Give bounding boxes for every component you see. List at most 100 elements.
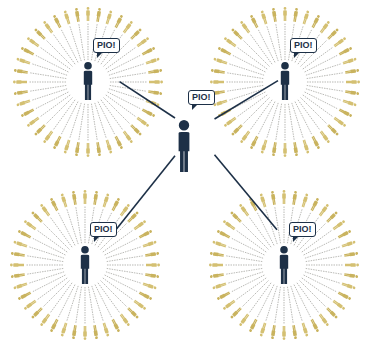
connector-line [215, 155, 277, 230]
crowd-person [130, 124, 142, 136]
ray-line [226, 82, 263, 83]
crowd-person [20, 108, 34, 118]
speech-bubble: PIO! [90, 222, 117, 237]
crowd-person [282, 190, 286, 204]
crowd-person [105, 10, 113, 24]
ray-line [110, 73, 147, 79]
crowd-person [230, 307, 242, 319]
ray-line [291, 286, 302, 321]
crowd-person [319, 130, 330, 143]
crowd-ring [209, 190, 359, 340]
crowd-person [283, 7, 287, 21]
crowd-person [341, 282, 355, 290]
speaker-group: PIO! [78, 222, 117, 284]
crowd-person [111, 319, 121, 333]
crowd-person [139, 291, 153, 301]
crowd-person [34, 28, 46, 40]
ray-line [284, 287, 285, 324]
crowd-person [327, 124, 339, 136]
ray-line [236, 230, 266, 252]
crowd-person [31, 307, 43, 319]
crowd-person [52, 14, 62, 28]
crowd-person [292, 325, 298, 339]
ray-line [37, 278, 67, 300]
ray-line [303, 95, 333, 117]
ray-line [225, 265, 262, 266]
crowd-person [31, 211, 43, 223]
crowd-person [342, 99, 356, 107]
crowd-person [338, 291, 352, 301]
crowd-person [71, 325, 77, 339]
crowd-person [133, 219, 146, 230]
crowd-person [249, 136, 259, 150]
crowd-person [270, 191, 276, 205]
ray-line [27, 256, 64, 262]
person-icon [78, 246, 92, 284]
ray-line [29, 247, 64, 258]
crowd-person [23, 219, 36, 230]
ray-line [85, 287, 86, 324]
crowd-person [282, 326, 286, 340]
ray-line [285, 23, 286, 60]
crowd-person [292, 191, 298, 205]
crowd-person [271, 142, 277, 156]
crowd-person [86, 143, 90, 157]
crowd-person [119, 313, 130, 326]
ray-line [53, 34, 75, 64]
crowd-person [301, 193, 309, 207]
crowd-person [34, 124, 46, 136]
crowd-person [149, 80, 163, 84]
ray-line [275, 207, 281, 244]
crowd-person [60, 322, 68, 336]
crowd-person [23, 299, 36, 310]
crowd-person [142, 282, 156, 290]
crowd-person [212, 282, 226, 290]
ray-line [228, 272, 263, 283]
crowd-person [249, 14, 259, 28]
speaker-group: PIO! [278, 38, 317, 100]
person-shape [280, 246, 288, 284]
crowd-person [136, 36, 149, 47]
crowd-person [239, 130, 250, 143]
crowd-person [139, 229, 153, 239]
ray-line [37, 230, 67, 252]
crowd-person [271, 8, 277, 22]
crowd-person [122, 20, 133, 33]
speech-bubble: PIO! [188, 90, 215, 105]
crowd-person [318, 313, 329, 326]
crowd-person [52, 136, 62, 150]
ray-line [50, 217, 72, 247]
ray-line [307, 82, 344, 83]
ray-line [108, 55, 141, 72]
ray-line [85, 206, 86, 243]
ray-line [305, 272, 340, 283]
crowd-person [210, 251, 224, 257]
ray-line [30, 73, 67, 79]
crowd-person [145, 251, 159, 257]
ray-line [249, 283, 271, 313]
crowd-person [345, 90, 359, 96]
crowd-person [148, 90, 162, 96]
crowd-person [133, 299, 146, 310]
speech-bubble: PIO! [93, 38, 120, 53]
crowd-person [213, 99, 227, 107]
crowd-person [86, 7, 90, 21]
crowd-person [14, 90, 28, 96]
crowd-person [13, 240, 27, 248]
ray-line [231, 275, 264, 292]
crowd-person [231, 124, 243, 136]
connector-line [215, 81, 278, 119]
crowd-person [74, 8, 80, 22]
crowd-person [96, 8, 102, 22]
ray-line [287, 287, 293, 324]
ray-line [298, 100, 320, 130]
crowd-person [344, 251, 358, 257]
ray-line [306, 89, 341, 100]
person-icon [277, 246, 291, 284]
crowd-person [111, 197, 121, 211]
crowd-person [327, 28, 339, 40]
crowd-person [216, 291, 230, 301]
crowd-person [346, 80, 360, 84]
ray-line [305, 55, 338, 72]
crowd-person [326, 211, 338, 223]
